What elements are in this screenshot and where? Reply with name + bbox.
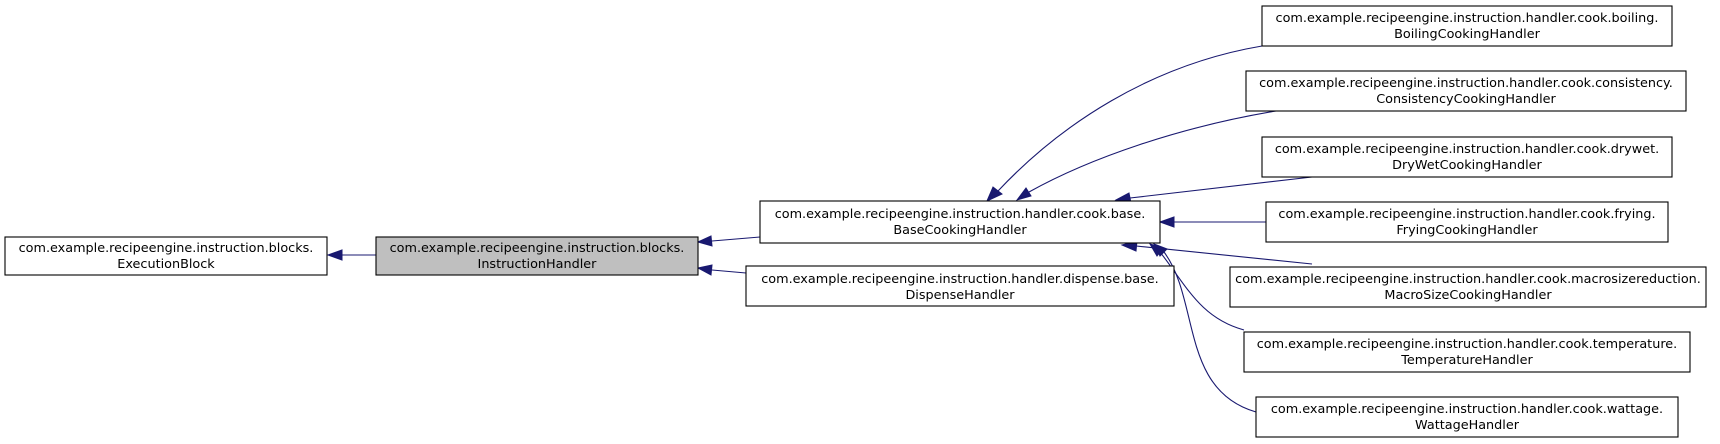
- node-temperature-handler[interactable]: com.example.recipeengine.instruction.han…: [1243, 331, 1691, 373]
- node-temperature-handler-box: [1243, 331, 1691, 373]
- node-boiling-cooking-handler[interactable]: com.example.recipeengine.instruction.han…: [1261, 5, 1673, 47]
- node-dispense-handler[interactable]: com.example.recipeengine.instruction.han…: [745, 265, 1175, 307]
- node-consistency-cooking-handler-package: com.example.recipeengine.instruction.han…: [1259, 76, 1673, 91]
- edge-boiling-to-base-cooking: [997, 45, 1263, 192]
- edge-arrow-base-cooking-wattage: [1152, 243, 1168, 257]
- edge-consistency-to-base-cooking: [1028, 110, 1277, 193]
- node-wattage-handler[interactable]: com.example.recipeengine.instruction.han…: [1255, 396, 1679, 438]
- node-instruction-handler-box: [375, 236, 699, 276]
- node-instruction-handler[interactable]: com.example.recipeengine.instruction.blo…: [375, 236, 699, 276]
- node-execution-block[interactable]: com.example.recipeengine.instruction.blo…: [4, 236, 328, 276]
- edge-arrow-base-cooking-consistency: [1015, 187, 1032, 201]
- node-base-cooking-handler-box: [759, 200, 1161, 244]
- node-wattage-handler-class: WattageHandler: [1415, 418, 1520, 433]
- edge-temperature-to-base-cooking: [1159, 251, 1245, 331]
- node-dispense-handler-box: [745, 265, 1175, 307]
- edge-dispense-to-instruction-handler: [711, 269, 747, 274]
- node-frying-cooking-handler-package: com.example.recipeengine.instruction.han…: [1278, 207, 1655, 222]
- node-dispense-handler-class: DispenseHandler: [905, 288, 1015, 303]
- node-boiling-cooking-handler-package: com.example.recipeengine.instruction.han…: [1276, 11, 1659, 26]
- edge-arrow-execution-block: [326, 249, 343, 261]
- edge-drywet-to-base-cooking: [1129, 176, 1313, 199]
- node-execution-block-class: ExecutionBlock: [117, 257, 215, 272]
- node-boiling-cooking-handler-class: BoilingCookingHandler: [1394, 27, 1540, 42]
- node-execution-block-box: [4, 236, 328, 276]
- node-macrosize-cooking-handler-package: com.example.recipeengine.instruction.han…: [1235, 272, 1701, 287]
- node-base-cooking-handler-package: com.example.recipeengine.instruction.han…: [775, 207, 1146, 222]
- node-consistency-cooking-handler[interactable]: com.example.recipeengine.instruction.han…: [1245, 70, 1687, 112]
- node-base-cooking-handler-class: BaseCookingHandler: [893, 223, 1027, 238]
- node-instruction-handler-class: InstructionHandler: [478, 257, 598, 272]
- node-execution-block-package: com.example.recipeengine.instruction.blo…: [19, 241, 314, 256]
- node-frying-cooking-handler-class: FryingCookingHandler: [1396, 223, 1538, 238]
- edge-wattage-to-base-cooking: [1163, 251, 1257, 413]
- node-consistency-cooking-handler-box: [1245, 70, 1687, 112]
- node-macrosize-cooking-handler-box: [1229, 266, 1707, 308]
- edge-arrow-instruction-handler-1: [696, 235, 713, 247]
- nodes: com.example.recipeengine.instruction.blo…: [4, 5, 1707, 438]
- node-wattage-handler-package: com.example.recipeengine.instruction.han…: [1271, 402, 1663, 417]
- node-drywet-cooking-handler-box: [1261, 136, 1673, 178]
- node-drywet-cooking-handler[interactable]: com.example.recipeengine.instruction.han…: [1261, 136, 1673, 178]
- node-wattage-handler-box: [1255, 396, 1679, 438]
- node-consistency-cooking-handler-class: ConsistencyCookingHandler: [1376, 92, 1556, 107]
- node-temperature-handler-class: TemperatureHandler: [1400, 353, 1533, 368]
- node-drywet-cooking-handler-package: com.example.recipeengine.instruction.han…: [1275, 142, 1659, 157]
- node-temperature-handler-package: com.example.recipeengine.instruction.han…: [1257, 337, 1678, 352]
- node-base-cooking-handler[interactable]: com.example.recipeengine.instruction.han…: [759, 200, 1161, 244]
- node-boiling-cooking-handler-box: [1261, 5, 1673, 47]
- node-macrosize-cooking-handler-class: MacroSizeCookingHandler: [1384, 288, 1552, 303]
- edge-arrow-base-cooking-frying: [1158, 216, 1175, 228]
- node-frying-cooking-handler-box: [1265, 201, 1669, 243]
- edge-arrow-instruction-handler-2: [696, 264, 713, 276]
- node-macrosize-cooking-handler[interactable]: com.example.recipeengine.instruction.han…: [1229, 266, 1707, 308]
- edge-arrow-base-cooking-boiling: [986, 186, 1003, 203]
- node-instruction-handler-package: com.example.recipeengine.instruction.blo…: [390, 241, 685, 256]
- node-dispense-handler-package: com.example.recipeengine.instruction.han…: [761, 272, 1158, 287]
- node-frying-cooking-handler[interactable]: com.example.recipeengine.instruction.han…: [1265, 201, 1669, 243]
- node-drywet-cooking-handler-class: DryWetCookingHandler: [1392, 158, 1542, 173]
- edge-base-cooking-to-instruction-handler: [711, 236, 761, 242]
